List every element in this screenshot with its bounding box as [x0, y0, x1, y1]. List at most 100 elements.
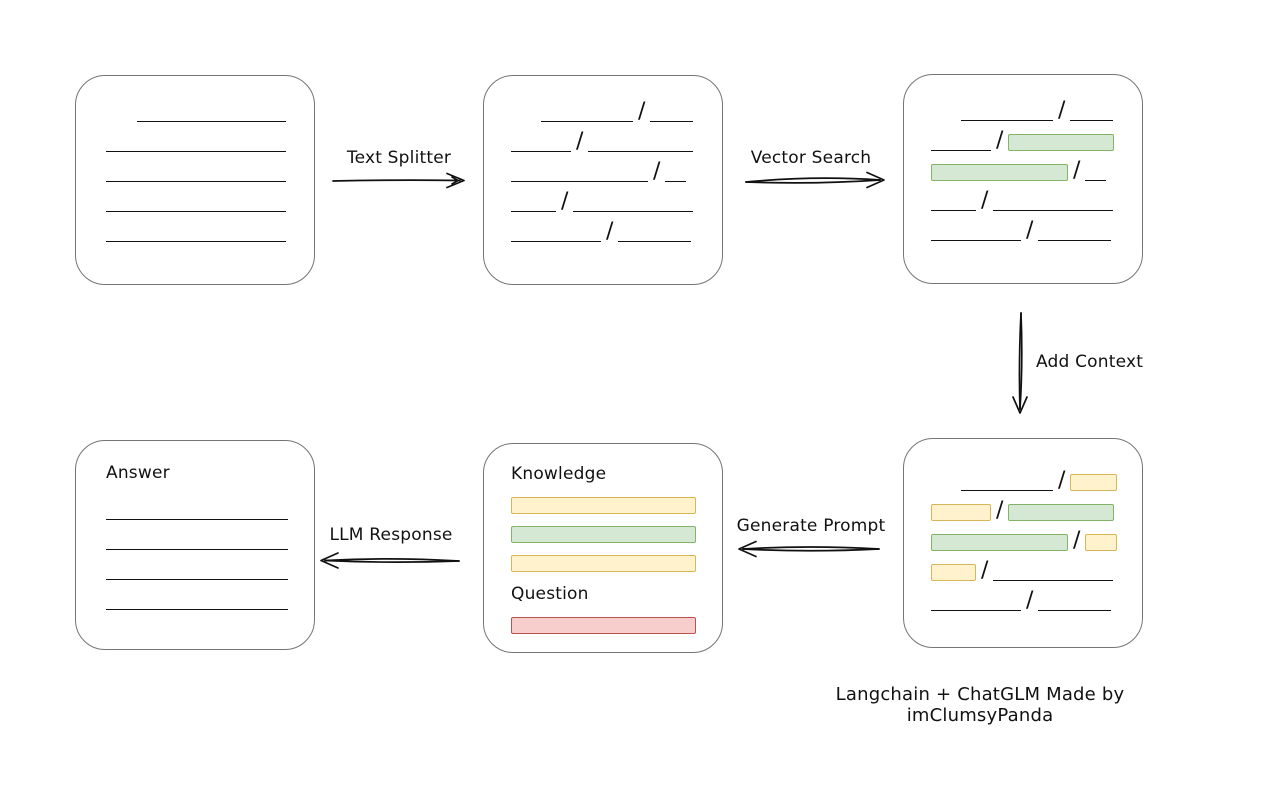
document-lines: [76, 76, 314, 242]
chunk-separator: /: [1026, 588, 1034, 613]
llm-response-arrow: [320, 552, 460, 569]
green-chunk: [931, 164, 1068, 181]
text-line: [106, 549, 288, 550]
question-bars: [511, 617, 696, 634]
text-row: [106, 550, 314, 580]
text-line: [541, 121, 633, 122]
text-row: /: [511, 212, 722, 243]
text-row: /: [931, 121, 1142, 153]
text-line: [618, 241, 692, 242]
green-chunk: [1008, 134, 1115, 151]
answer-node: Answer: [75, 440, 315, 650]
chunk-separator: /: [981, 558, 989, 583]
indent-gap: [511, 121, 541, 122]
chunk-separator: /: [981, 188, 989, 213]
green-chunk: [931, 534, 1068, 551]
text-row: [106, 152, 314, 182]
chunk-separator: /: [653, 159, 661, 184]
yellow-chunk: [931, 504, 991, 521]
text-line: [931, 150, 991, 151]
text-line: [961, 120, 1053, 121]
text-row: /: [511, 152, 722, 184]
indent-gap: [931, 120, 961, 121]
yellow-bar: [511, 497, 696, 514]
text-line: [931, 210, 976, 211]
text-line: [1070, 120, 1114, 121]
text-row: [106, 520, 314, 550]
text-row: /: [931, 211, 1142, 243]
chunk-separator: /: [1073, 528, 1081, 553]
green-bar: [511, 526, 696, 543]
text-line: [993, 580, 1114, 581]
text-row: /: [511, 92, 722, 123]
text-line: [137, 121, 286, 122]
text-line: [993, 210, 1114, 211]
text-line: [588, 151, 694, 152]
split-chunks-node: /////: [483, 75, 723, 285]
text-row: [106, 92, 314, 122]
text-row: /: [931, 461, 1142, 493]
text-row: /: [511, 122, 722, 154]
text-splitter-label: Text Splitter: [346, 148, 452, 168]
text-line: [1085, 180, 1107, 181]
text-row: [106, 490, 314, 520]
chunk-separator: /: [561, 189, 569, 214]
chunk-separator: /: [1058, 468, 1066, 493]
text-row: [106, 580, 314, 610]
chunk-separator: /: [1073, 158, 1081, 183]
text-line: [106, 241, 286, 242]
text-row: /: [931, 521, 1142, 553]
text-line: [961, 490, 1053, 491]
text-row: /: [931, 151, 1142, 183]
add-context-arrow: [1012, 312, 1028, 414]
generate-prompt-label: Generate Prompt: [736, 516, 886, 536]
text-line: [106, 181, 286, 182]
vector-search-arrow: [745, 171, 885, 189]
text-line: [931, 240, 1021, 241]
yellow-chunk: [1085, 534, 1118, 551]
text-line: [1038, 240, 1112, 241]
text-line: [106, 211, 286, 212]
text-row: /: [931, 551, 1142, 583]
credit-text: Langchain + ChatGLM Made by imClumsyPand…: [835, 684, 1125, 726]
text-line: [573, 211, 694, 212]
chunk-separator: /: [1026, 218, 1034, 243]
indent-gap: [106, 121, 137, 122]
llm-response-label: LLM Response: [329, 525, 453, 545]
chunk-separator: /: [576, 129, 584, 154]
matched-chunks-lines: / / / / /: [904, 75, 1142, 243]
generate-prompt-arrow: [738, 540, 880, 558]
text-row: [106, 182, 314, 212]
chunk-separator: /: [996, 128, 1004, 153]
vector-search-label: Vector Search: [750, 148, 872, 168]
matched-chunks-node: / / / / /: [903, 74, 1143, 284]
document-node: [75, 75, 315, 285]
text-line: [511, 211, 556, 212]
chunk-separator: /: [1058, 98, 1066, 123]
chunk-separator: /: [996, 498, 1004, 523]
green-chunk: [1008, 504, 1115, 521]
text-line: [106, 609, 288, 610]
indent-gap: [931, 490, 961, 491]
text-row: /: [931, 581, 1142, 613]
answer-label: Answer: [106, 463, 170, 483]
text-line: [665, 181, 687, 182]
text-row: [106, 212, 314, 242]
prompt-content: Knowledge Question: [484, 444, 722, 634]
knowledge-bars: [511, 497, 696, 572]
text-row: /: [931, 491, 1142, 523]
text-line: [650, 121, 694, 122]
text-line: [106, 579, 288, 580]
knowledge-label: Knowledge: [511, 464, 607, 484]
question-label: Question: [511, 584, 589, 604]
text-line: [106, 519, 288, 520]
text-line: [511, 241, 601, 242]
add-context-label: Add Context: [1036, 352, 1144, 372]
text-line: [1038, 610, 1112, 611]
prompt-node: Knowledge Question: [483, 443, 723, 653]
text-row: /: [931, 181, 1142, 213]
text-line: [511, 151, 571, 152]
red-bar: [511, 617, 696, 634]
context-chunks-lines: / / / / /: [904, 439, 1142, 613]
